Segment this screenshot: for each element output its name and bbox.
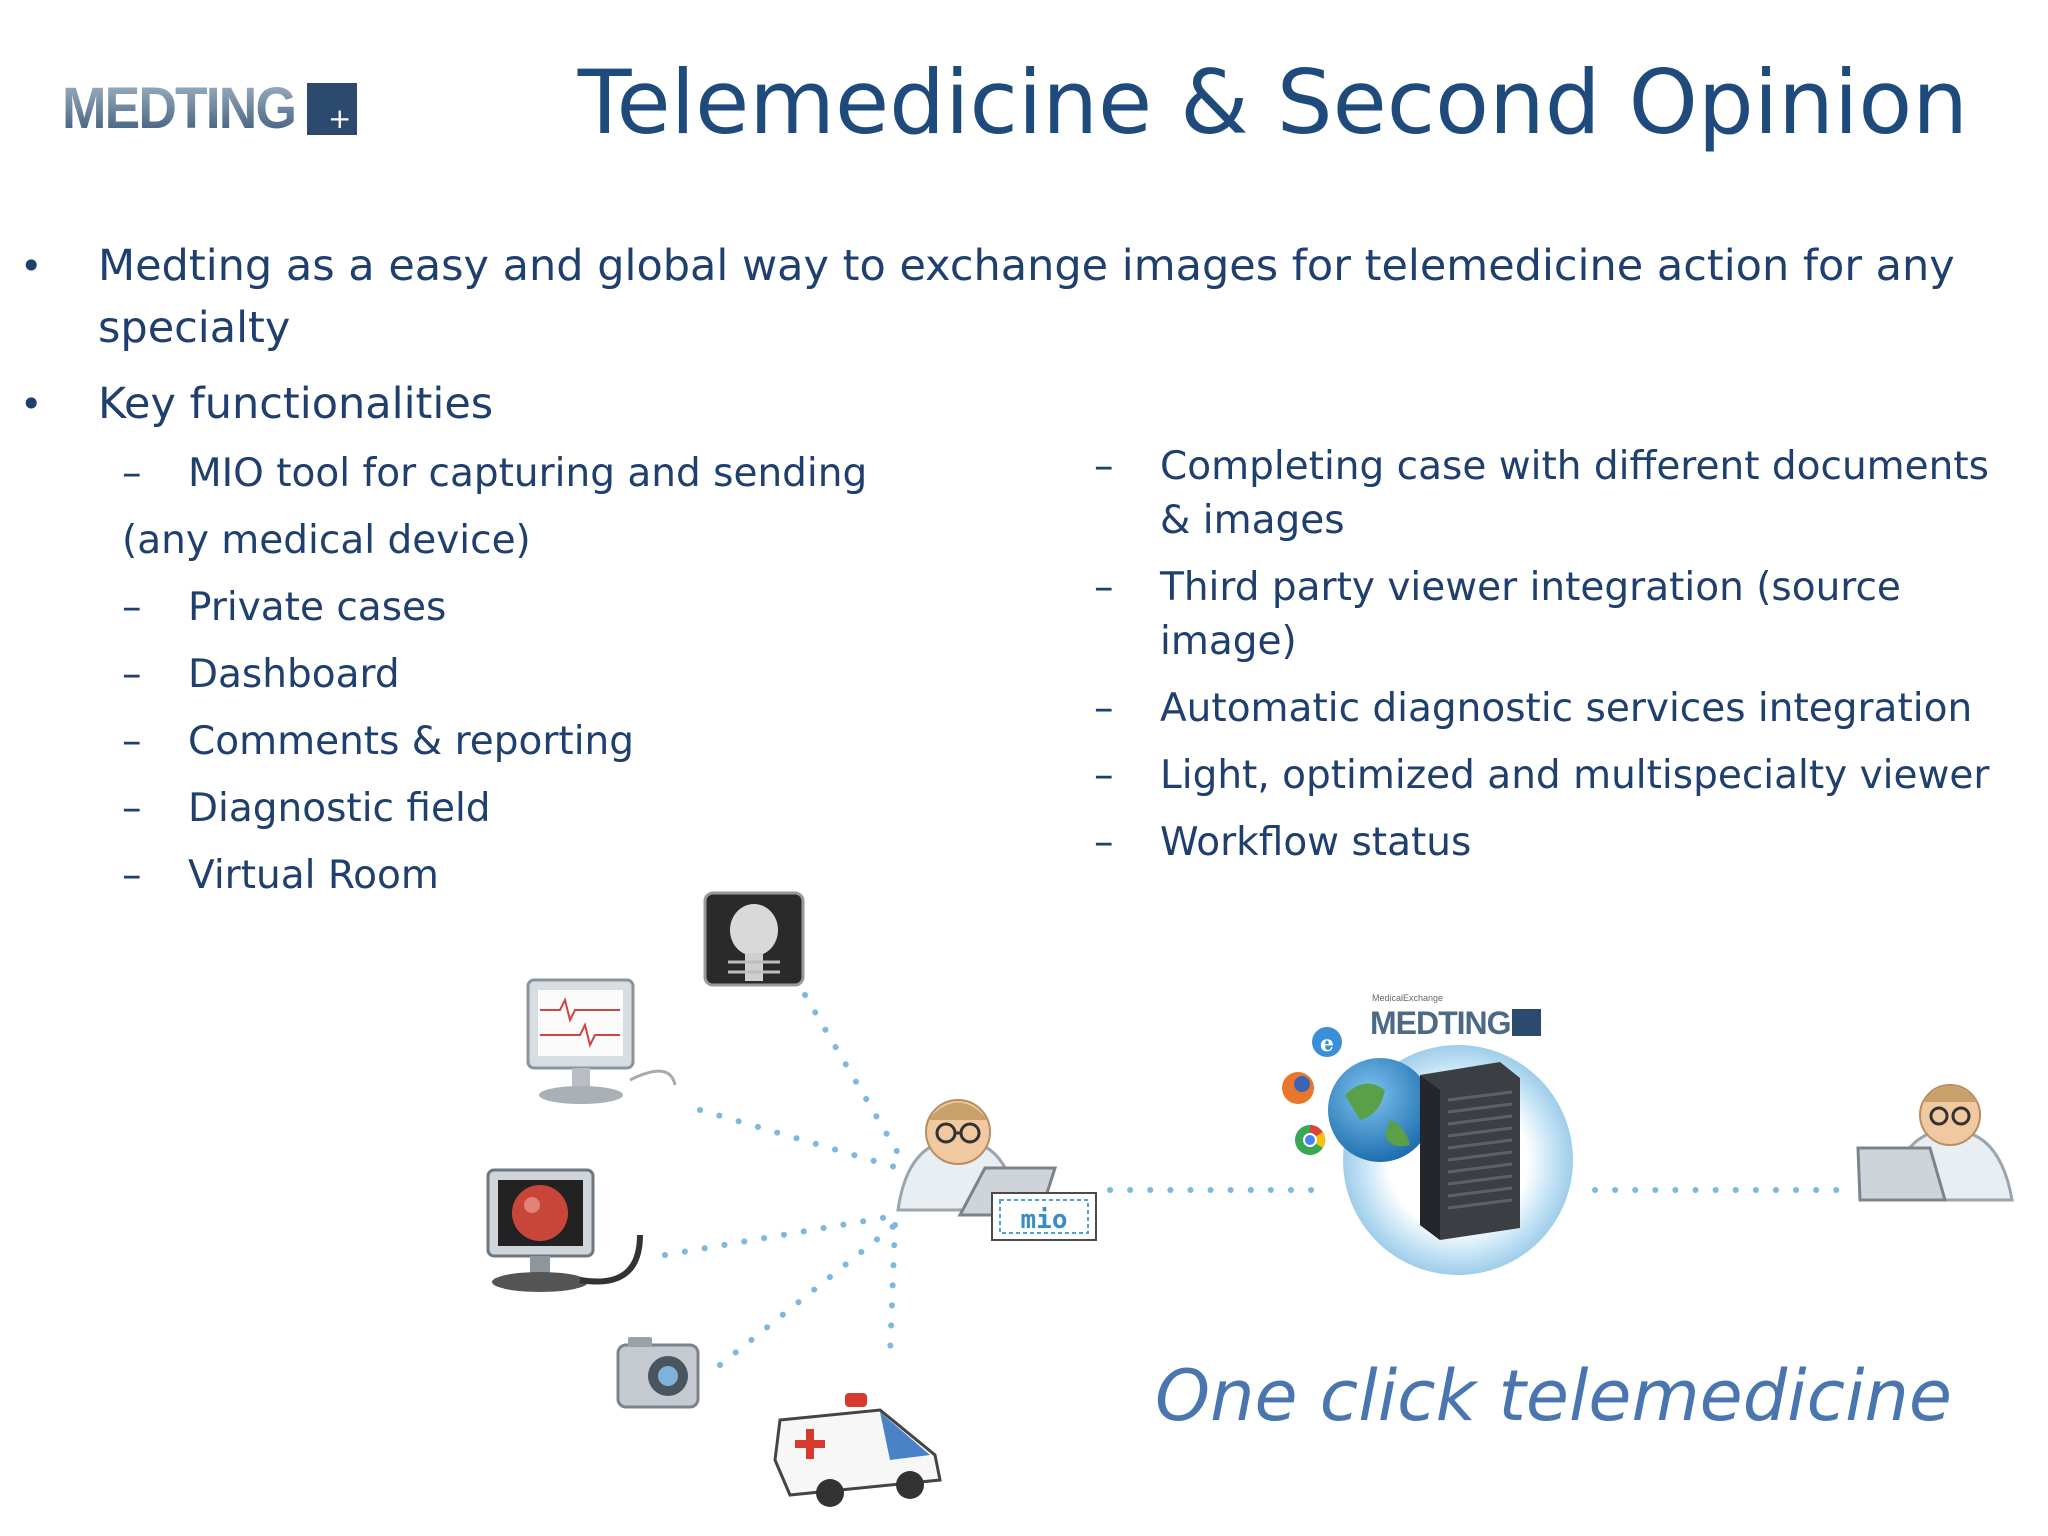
sub-item-text: Completing case with different documents… <box>1160 444 1989 543</box>
logo-plus-icon <box>307 83 358 135</box>
sub-item-text: Workflow status <box>1160 820 1472 865</box>
bullet-item: • Medting as a easy and global way to ex… <box>18 235 1978 359</box>
sub-item: – Dashboard <box>122 641 1022 708</box>
functionalities-left: – MIO tool for capturing and sending (an… <box>122 440 1022 909</box>
sub-item: – MIO tool for capturing and sending <box>122 440 1022 507</box>
sub-item: – Completing case with different documen… <box>1094 440 1994 548</box>
bullet-text: Medting as a easy and global way to exch… <box>98 241 1955 353</box>
bullet-text: Key functionalities <box>98 379 494 429</box>
server-group <box>1328 1045 1573 1275</box>
tagline: One click telemedicine <box>1155 1355 1952 1437</box>
ecg-monitor-icon <box>526 978 677 1104</box>
sub-item-text: Light, optimized and multispecialty view… <box>1160 753 1990 798</box>
sub-item-text: Third party viewer integration (source i… <box>1160 565 1901 664</box>
dash: – <box>122 451 142 496</box>
sub-item-text: Virtual Room <box>188 853 439 898</box>
sub-item: – Virtual Room <box>122 842 1022 909</box>
ie-icon: e <box>1312 1027 1342 1057</box>
camera-icon <box>616 1337 700 1409</box>
mio-badge: mio <box>991 1192 1097 1241</box>
sub-item: – Diagnostic field <box>122 775 1022 842</box>
sub-item-text: Dashboard <box>188 652 400 697</box>
sub-item-text: Private cases <box>188 585 447 630</box>
xray-icon <box>703 891 805 987</box>
functionalities-right: – Completing case with different documen… <box>1094 440 1994 883</box>
slide-title: Telemedicine & Second Opinion <box>577 51 1968 154</box>
sub-item-text: Comments & reporting <box>188 719 635 764</box>
sub-item-continuation: (any medical device) <box>122 518 531 563</box>
ambulance-icon <box>773 1393 942 1507</box>
bullet-item: • Key functionalities <box>18 373 1978 435</box>
dash: – <box>122 652 142 697</box>
sub-item: – Third party viewer integration (source… <box>1094 561 1994 669</box>
bullet-dot: • <box>20 382 43 426</box>
logo-text: MEDTING <box>62 76 297 141</box>
bullet-dot: • <box>20 244 43 288</box>
dash: – <box>1094 820 1114 865</box>
dash: – <box>1094 565 1114 610</box>
dash: – <box>122 585 142 630</box>
sub-item-text: Diagnostic field <box>188 786 491 831</box>
sub-item-text: MIO tool for capturing and sending <box>188 451 868 496</box>
mio-label: mio <box>1021 1205 1068 1235</box>
remote-doctor-icon <box>1856 1084 2014 1202</box>
dash: – <box>1094 686 1114 731</box>
chrome-icon <box>1295 1125 1326 1155</box>
dotted-links <box>662 992 1848 1368</box>
bullet-list: • Medting as a easy and global way to ex… <box>18 235 1978 449</box>
sub-item: – Private cases <box>122 574 1022 641</box>
firefox-icon <box>1282 1072 1314 1104</box>
sub-item: – Comments & reporting <box>122 708 1022 775</box>
dash: – <box>1094 444 1114 489</box>
sub-item: – Light, optimized and multispecialty vi… <box>1094 749 1994 803</box>
dash: – <box>122 719 142 764</box>
sub-item: – Automatic diagnostic services integrat… <box>1094 682 1994 736</box>
sub-item: – Workflow status <box>1094 816 1994 870</box>
server-caption: MedicalExchange <box>1372 993 1443 1003</box>
dash: – <box>1094 753 1114 798</box>
dash: – <box>122 853 142 898</box>
endoscopy-monitor-icon <box>486 1168 643 1292</box>
server-logo-plus-icon <box>1512 1009 1541 1036</box>
medting-logo: MEDTING <box>62 76 358 141</box>
server-logo-text: MEDTING <box>1370 1005 1511 1041</box>
svg-text:e: e <box>1320 1031 1334 1057</box>
dash: – <box>122 786 142 831</box>
sub-item-text: Automatic diagnostic services integratio… <box>1160 686 1973 731</box>
